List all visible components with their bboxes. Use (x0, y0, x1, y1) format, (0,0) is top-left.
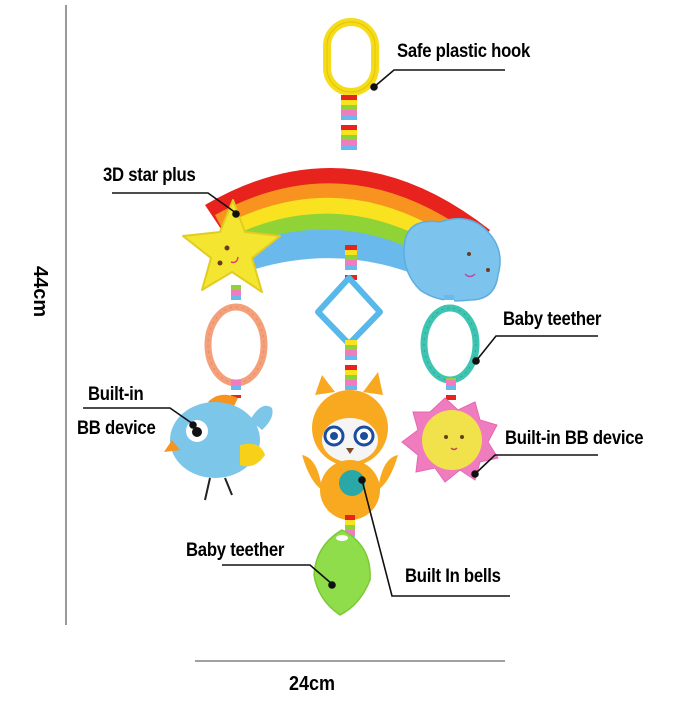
fox-strap (345, 515, 355, 537)
fox-plush (302, 372, 398, 520)
middle-strap-upper (345, 245, 357, 280)
callout-bird-bb-device-line2: BB device (77, 418, 156, 439)
left-strap-upper (231, 285, 241, 307)
cloud-plush (403, 217, 501, 302)
callout-baby-teether-leaf: Baby teether (186, 540, 285, 561)
blue-square-link (315, 275, 383, 347)
plastic-hook (323, 18, 379, 96)
leaf-teether (313, 529, 371, 616)
bird-plush (164, 394, 273, 501)
height-dimension-label: 44cm (29, 266, 51, 318)
callout-leader-lines (83, 69, 598, 597)
callout-bird-built-in-line1: Built-in (88, 384, 144, 405)
left-strap-lower (231, 380, 241, 398)
callout-sun-built-in-bb-device: Built-in BB device (505, 428, 644, 449)
right-strap-lower (446, 378, 456, 400)
width-dimension-label: 24cm (289, 673, 336, 695)
teal-ring-teether (420, 304, 480, 384)
callout-3d-star-plus: 3D star plus (103, 165, 196, 186)
orange-ring-teether (204, 303, 268, 387)
sun-plush (401, 397, 499, 483)
callout-built-in-bells: Built In bells (405, 566, 501, 587)
top-strap (341, 95, 357, 153)
star-plush (182, 199, 281, 293)
callout-baby-teether-ring: Baby teether (503, 309, 602, 330)
rainbow-arch (205, 167, 490, 292)
middle-strap-lower (345, 340, 357, 390)
right-strap-upper (444, 295, 454, 309)
callout-safe-plastic-hook: Safe plastic hook (397, 41, 531, 62)
